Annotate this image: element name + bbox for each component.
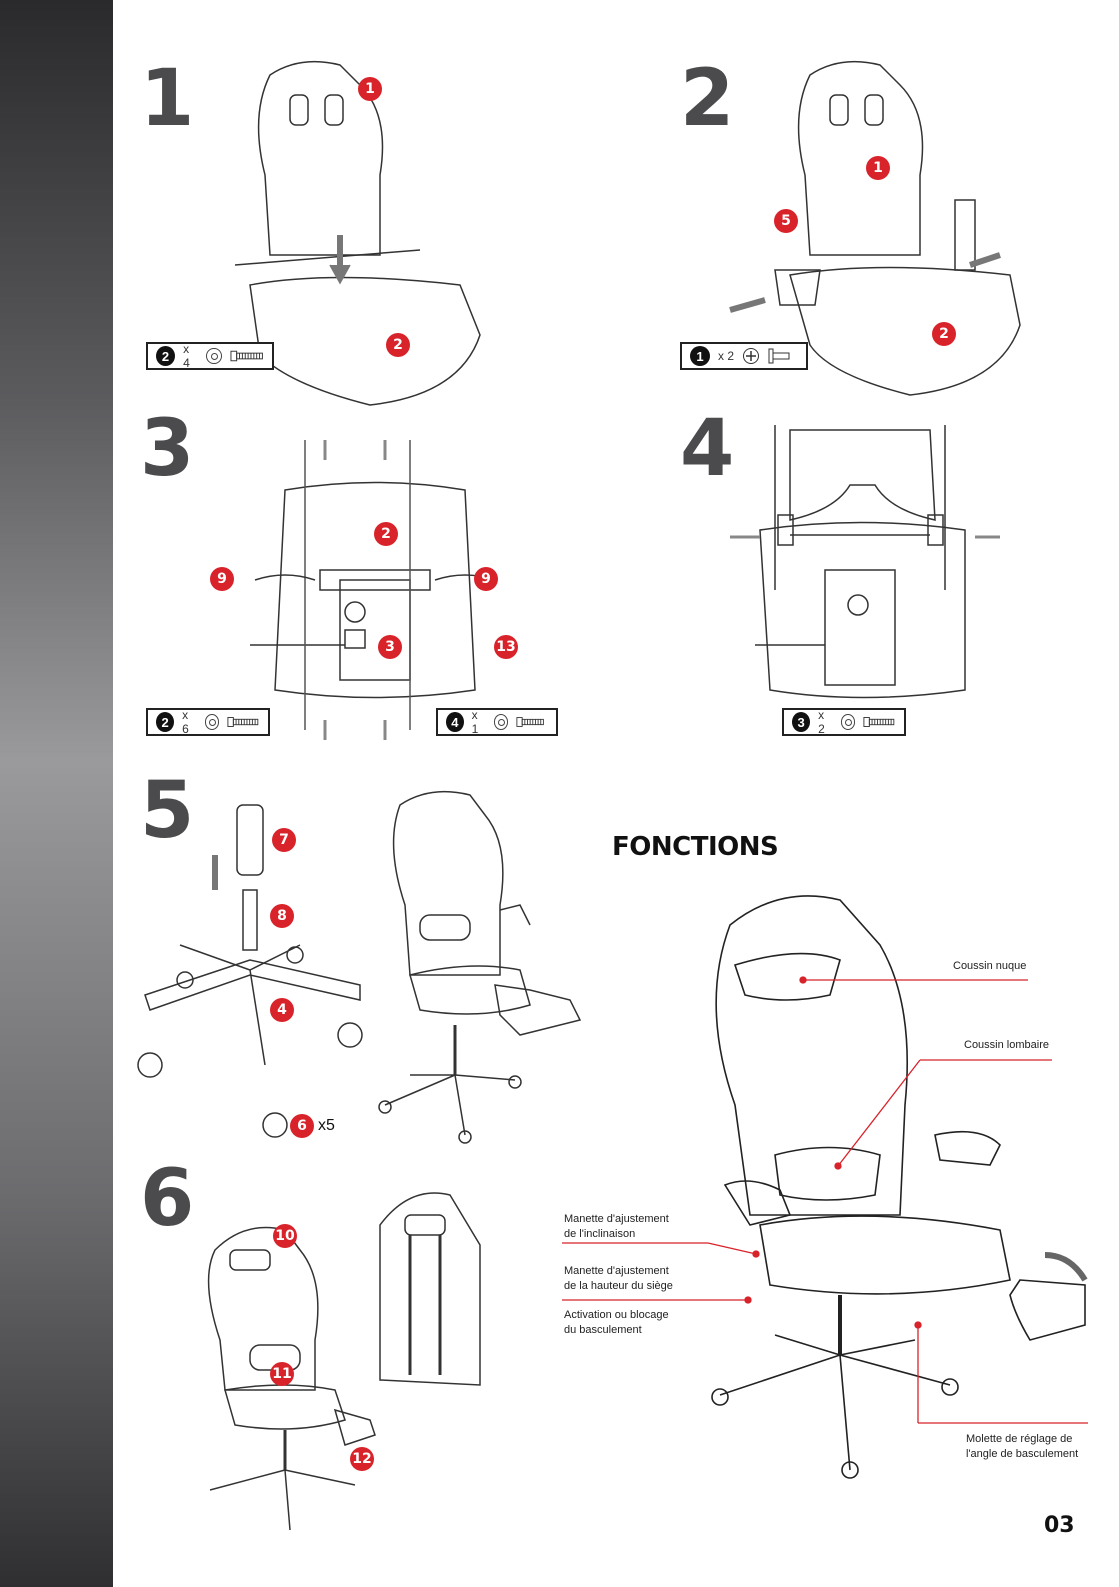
part-number: 2 [156,712,174,732]
part-number: 2 [156,346,175,366]
callout-s5-c: 4 [270,998,294,1022]
step4-illustration [730,420,1000,705]
callout-s5-a: 7 [272,828,296,852]
step5-chair-illustration [370,785,585,1145]
callout-s5-b: 8 [270,904,294,928]
label-angle-basculement: Molette de réglage de l'angle de bascule… [966,1432,1078,1462]
fonctions-chair-illustration [690,885,1090,1480]
part-box-step3-a: 2 x 6 [146,708,270,736]
bolt-icon [516,716,548,728]
washer-icon [206,348,221,364]
callout-s6-b: 11 [270,1362,294,1386]
bolt-icon [230,350,264,362]
step-number-3: 3 [140,410,192,488]
screw-icon [768,347,790,365]
callout-s2-c: 2 [932,322,956,346]
callout-s3-c: 9 [474,567,498,591]
part-number: 1 [690,346,710,366]
page-sidebar-band [0,0,113,1587]
callout-s3-b: 9 [210,567,234,591]
fonctions-title: FONCTIONS [612,832,778,862]
step6-backrest-detail-illustration [370,1185,490,1395]
step5-base-illustration [125,795,370,1145]
washer-icon [205,714,220,730]
label-coussin-nuque: Coussin nuque [953,959,1026,974]
part-number: 4 [446,712,464,732]
part-quantity: x 4 [183,342,198,370]
label-basculement: Activation ou blocage du basculement [564,1308,669,1338]
callout-s5-d: 6 [290,1114,314,1138]
callout-s3-d: 3 [378,635,402,659]
step-number-1: 1 [140,60,192,138]
part-quantity: x 2 [718,349,734,363]
callout-s3-e: 13 [494,635,518,659]
bolt-icon [227,716,260,728]
part-box-step2: 1 x 2 [680,342,808,370]
callout-s2-b: 5 [774,209,798,233]
bolt-icon [863,716,896,728]
part-quantity: x 2 [818,708,833,736]
screw-head-icon [742,347,760,365]
step-number-4: 4 [680,410,732,488]
callout-s6-c: 12 [350,1447,374,1471]
part-number: 3 [792,712,810,732]
step-number-6: 6 [140,1160,192,1238]
part-box-step1: 2 x 4 [146,342,274,370]
caster-multiplier: x5 [318,1117,335,1135]
callout-s3-a: 2 [374,522,398,546]
part-box-step3-b: 4 x 1 [436,708,558,736]
part-box-step4: 3 x 2 [782,708,906,736]
washer-icon [841,714,856,730]
callout-s1-b: 2 [386,333,410,357]
part-quantity: x 6 [182,708,197,736]
label-coussin-lombaire: Coussin lombaire [964,1038,1049,1053]
callout-s6-a: 10 [273,1224,297,1248]
part-quantity: x 1 [472,708,486,736]
label-hauteur-siege: Manette d'ajustement de la hauteur du si… [564,1264,673,1294]
callout-s2-a: 1 [866,156,890,180]
label-inclinaison: Manette d'ajustement de l'inclinaison [564,1212,669,1242]
washer-icon [494,714,508,730]
page-number: 03 [1044,1513,1075,1538]
callout-s1-a: 1 [358,77,382,101]
